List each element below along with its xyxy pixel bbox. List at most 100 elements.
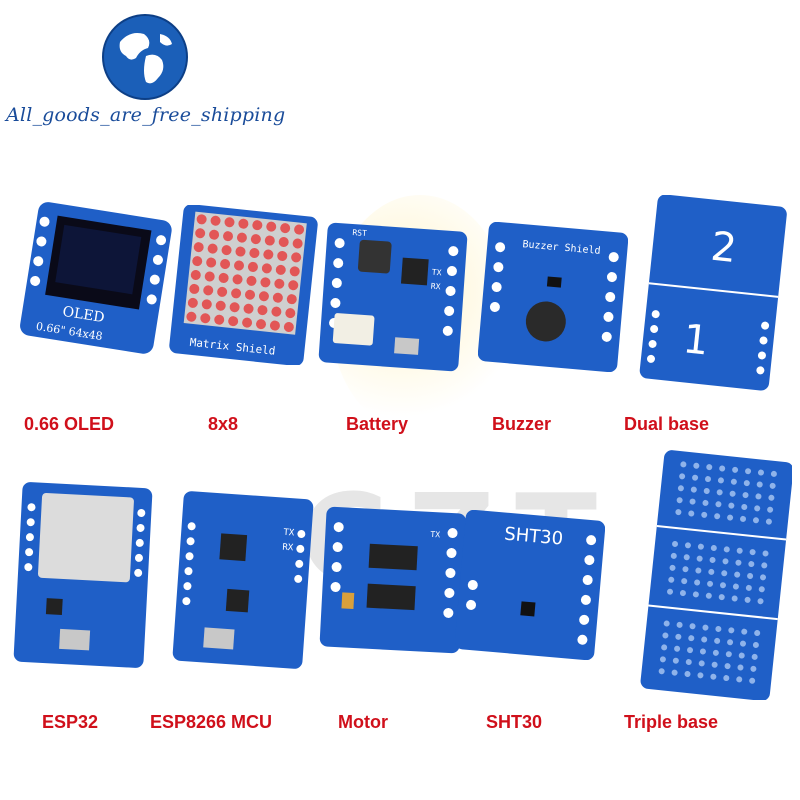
matrix-led [189,283,200,294]
proto-hole [698,660,705,667]
svg-text:RX: RX [282,543,294,554]
proto-hole [695,567,702,574]
svg-text:TX: TX [432,268,442,278]
proto-hole [723,546,730,553]
matrix-led [242,317,253,328]
product-label-sht30: SHT30 [486,712,543,732]
proto-hole [674,645,681,652]
proto-hole [756,481,763,488]
matrix-led [210,215,221,226]
matrix-led [228,316,239,327]
product-label-battery: Battery [346,414,409,434]
proto-hole [729,490,736,497]
proto-hole [688,510,695,517]
matrix-led [258,291,269,302]
proto-hole [682,566,689,573]
matrix-led [221,245,232,256]
matrix-led [224,217,235,228]
product-label-triple-base: Triple base [624,712,719,732]
proto-hole [683,554,690,561]
matrix-led [271,306,282,317]
product-sht30-board: SHT30 [455,510,605,660]
proto-hole [750,665,757,672]
matrix-led [193,242,204,253]
matrix-led [234,260,245,271]
proto-hole [718,594,725,601]
proto-hole [688,635,695,642]
proto-hole [705,592,712,599]
proto-hole [751,653,758,660]
product-esp8266-board: TX RX [168,490,318,670]
matrix-led [206,257,217,268]
proto-hole [675,509,682,516]
proto-hole [662,632,669,639]
proto-hole [712,649,719,656]
proto-hole [658,668,665,675]
proto-hole [742,492,749,499]
proto-hole [709,556,716,563]
proto-hole [734,571,741,578]
proto-hole [748,561,755,568]
proto-hole [706,464,713,471]
matrix-led [214,314,225,325]
matrix-led [272,292,283,303]
proto-hole [749,549,756,556]
proto-hole [702,624,709,631]
product-label-motor: Motor [338,712,388,732]
proto-hole [672,540,679,547]
proto-hole [676,621,683,628]
proto-hole [708,568,715,575]
proto-hole [685,659,692,666]
proto-hole [757,598,764,605]
product-label-oled: 0.66 OLED [24,414,115,434]
proto-hole [710,673,717,680]
proto-hole [696,555,703,562]
proto-hole [739,640,746,647]
proto-hole [668,576,675,583]
proto-hole [699,648,706,655]
proto-hole [723,675,730,682]
matrix-led [261,263,272,274]
matrix-led [192,256,203,267]
proto-hole [736,676,743,683]
product-buzzer-board: Buzzer Shield [478,222,628,372]
proto-hole [693,462,700,469]
proto-hole [689,623,696,630]
matrix-led [294,224,305,235]
proto-hole [707,580,714,587]
dual-base-number-2: 2 [709,224,739,272]
proto-hole [721,570,728,577]
proto-hole [728,627,735,634]
proto-hole [697,672,704,679]
matrix-led [245,289,256,300]
proto-hole [737,664,744,671]
proto-hole [677,485,684,492]
product-battery-board: RST TX RX [318,222,468,372]
proto-hole [740,515,747,522]
proto-hole [690,486,697,493]
proto-hole [741,628,748,635]
proto-hole [760,574,767,581]
proto-hole [671,669,678,676]
proto-hole [684,670,691,677]
proto-hole [679,473,686,480]
proto-hole [675,633,682,640]
product-esp32-board [8,480,158,670]
proto-hole [697,543,704,550]
sht30-board-text: SHT30 [503,524,563,550]
proto-hole [659,656,666,663]
proto-hole [689,498,696,505]
svg-text:RX: RX [431,282,441,292]
matrix-led [238,218,249,229]
proto-hole [727,639,734,646]
proto-hole [745,584,752,591]
matrix-led [232,274,243,285]
proto-hole [768,494,775,501]
dual-base-number-1: 1 [681,316,711,364]
matrix-led [246,275,257,286]
proto-hole [703,487,710,494]
proto-hole [730,478,737,485]
proto-hole [722,558,729,565]
proto-hole [754,505,761,512]
matrix-led [289,266,300,277]
